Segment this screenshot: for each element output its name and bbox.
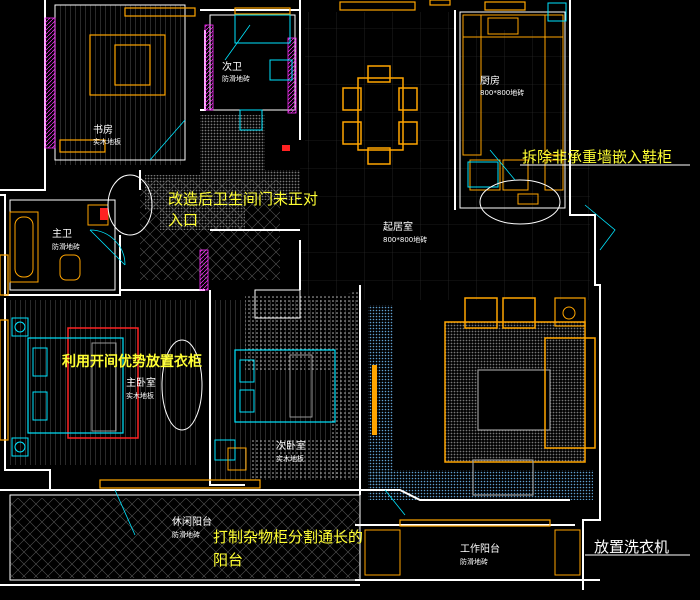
leisure-balcony-label: 休闲阳台	[172, 517, 212, 528]
kitchen-fixtures	[462, 14, 564, 205]
second-bed-floor-label: 实木地板	[276, 455, 304, 463]
shoe-cabinet-marker	[479, 179, 561, 225]
kitchen-floor-label: 800*800地砖	[480, 89, 525, 97]
storage-note-2: 阳台	[213, 551, 244, 569]
second-bed-label: 次卧室	[276, 441, 306, 452]
living-floor	[300, 160, 590, 300]
bath2-floor-label: 防滑地砖	[222, 75, 250, 83]
living-strip	[368, 305, 393, 485]
second-bed-pattern-b	[250, 440, 340, 480]
master-bath-marker	[100, 208, 108, 220]
kitchen-label: 厨房	[480, 76, 500, 87]
second-bed	[214, 289, 336, 471]
hallway-tile	[145, 115, 300, 230]
work-balcony-label: 工作阳台	[460, 544, 500, 555]
washer-note: 放置洗衣机	[594, 538, 670, 556]
living-label: 起居室	[383, 222, 413, 233]
annotation-lines	[520, 164, 690, 556]
bath2-marker	[282, 145, 290, 151]
door-marker	[107, 174, 153, 236]
bath2-label: 次卫	[222, 62, 242, 73]
study-desk	[59, 34, 166, 153]
second-bed-pattern	[245, 290, 360, 480]
balcony-cabinets	[364, 529, 581, 576]
door-swings	[89, 24, 616, 536]
kitchen-appliances	[467, 2, 567, 188]
wall-panel	[372, 365, 377, 435]
study-label: 书房	[93, 125, 113, 136]
bath2-fixtures	[234, 14, 293, 131]
master-bed-label: 主卧室	[126, 378, 156, 389]
bath-door-note-2: 入口	[168, 211, 199, 229]
bath-door-note-1: 改造后卫生间门未正对	[168, 190, 319, 208]
kitchen-floor	[460, 30, 570, 160]
window-frames	[0, 0, 551, 527]
dining-floor	[305, 12, 455, 162]
shoe-cabinet-note: 拆除非承重墙嵌入鞋柜	[522, 148, 673, 166]
work-balcony-floor-label: 防滑地砖	[460, 558, 488, 566]
master-bath-floor-label: 防滑地砖	[52, 243, 80, 251]
master-bed-floor-label: 实木地板	[126, 392, 154, 400]
storage-note-1: 打制杂物柜分割通长的	[213, 528, 364, 546]
wardrobe-note: 利用开间优势放置衣柜	[62, 354, 202, 370]
living-floor-label: 800*800地砖	[383, 236, 428, 244]
living-sofa-set	[444, 297, 596, 496]
wardrobe-marker	[161, 339, 203, 431]
study-floor-label: 实木地板	[93, 138, 121, 146]
master-bed	[11, 317, 139, 457]
master-bath-label: 主卫	[52, 229, 72, 240]
leisure-balcony-floor-label: 防滑地砖	[172, 531, 200, 539]
dining-table	[342, 65, 418, 165]
leisure-balcony-floor	[10, 498, 360, 578]
